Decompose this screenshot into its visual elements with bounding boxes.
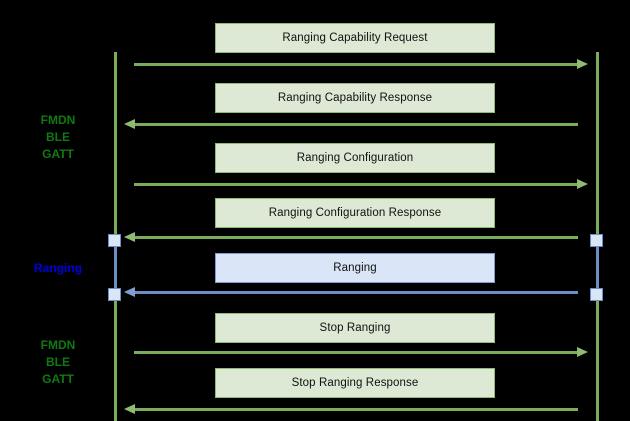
phase-label-line: BLE — [46, 130, 70, 144]
ranging-activation-right-handle-top[interactable] — [590, 234, 603, 247]
arrowhead-right-icon — [577, 59, 588, 69]
left-lifeline-segment-2 — [114, 294, 117, 421]
arrow-shaft-ranging-capability-request — [134, 63, 578, 66]
left-lifeline-segment-0 — [114, 52, 117, 240]
arrow-shaft-ranging-capability-response — [134, 123, 578, 126]
arrow-shaft-stop-ranging-response — [134, 408, 578, 411]
message-box-ranging-capability-response[interactable]: Ranging Capability Response — [215, 83, 495, 113]
ranging-activation-left-handle-top[interactable] — [108, 234, 121, 247]
message-label-ranging-capability-request: Ranging Capability Request — [282, 32, 428, 44]
arrow-shaft-ranging-configuration-response — [134, 236, 578, 239]
arrow-shaft-ranging-configuration — [134, 183, 578, 186]
message-label-stop-ranging-response: Stop Ranging Response — [291, 377, 419, 389]
ranging-activation-left-handle-bottom[interactable] — [108, 288, 121, 301]
arrow-ranging-configuration — [134, 179, 588, 189]
message-box-ranging-configuration-response[interactable]: Ranging Configuration Response — [215, 198, 495, 228]
arrowhead-left-icon — [124, 119, 135, 129]
phase-label-phase-fmdn-ble-gatt-bottom: FMDN BLE GATT — [18, 337, 98, 388]
message-label-ranging: Ranging — [333, 262, 377, 274]
arrow-stop-ranging — [134, 347, 588, 357]
message-box-stop-ranging[interactable]: Stop Ranging — [215, 313, 495, 343]
arrow-ranging-configuration-response — [124, 232, 578, 242]
phase-label-line: GATT — [42, 147, 74, 161]
arrow-ranging-capability-request — [134, 59, 588, 69]
phase-label-line: GATT — [42, 372, 74, 386]
message-box-stop-ranging-response[interactable]: Stop Ranging Response — [215, 368, 495, 398]
arrow-shaft-ranging — [134, 291, 578, 294]
phase-label-line: FMDN — [40, 338, 76, 352]
phase-label-line: BLE — [46, 355, 70, 369]
arrowhead-left-icon — [124, 287, 135, 297]
arrow-stop-ranging-response — [124, 404, 578, 414]
arrowhead-left-icon — [124, 232, 135, 242]
arrow-ranging-capability-response — [124, 119, 578, 129]
message-box-ranging[interactable]: Ranging — [215, 253, 495, 283]
right-lifeline-segment-2 — [596, 294, 599, 421]
message-label-stop-ranging: Stop Ranging — [319, 322, 391, 334]
right-lifeline-segment-1 — [596, 240, 599, 294]
phase-label-phase-ranging: Ranging — [18, 260, 98, 277]
message-label-ranging-configuration-response: Ranging Configuration Response — [268, 207, 442, 219]
right-lifeline-segment-0 — [596, 52, 599, 240]
arrow-ranging — [124, 287, 578, 297]
left-lifeline-segment-1 — [114, 240, 117, 294]
arrow-shaft-stop-ranging — [134, 351, 578, 354]
phase-label-phase-fmdn-ble-gatt-top: FMDN BLE GATT — [18, 112, 98, 163]
arrowhead-right-icon — [577, 347, 588, 357]
message-box-ranging-capability-request[interactable]: Ranging Capability Request — [215, 23, 495, 53]
phase-label-line: Ranging — [34, 261, 82, 275]
arrowhead-left-icon — [124, 404, 135, 414]
message-box-ranging-configuration[interactable]: Ranging Configuration — [215, 143, 495, 173]
arrowhead-right-icon — [577, 179, 588, 189]
message-label-ranging-capability-response: Ranging Capability Response — [277, 92, 433, 104]
phase-label-line: FMDN — [40, 113, 76, 127]
ranging-activation-right-handle-bottom[interactable] — [590, 288, 603, 301]
message-label-ranging-configuration: Ranging Configuration — [296, 152, 414, 164]
